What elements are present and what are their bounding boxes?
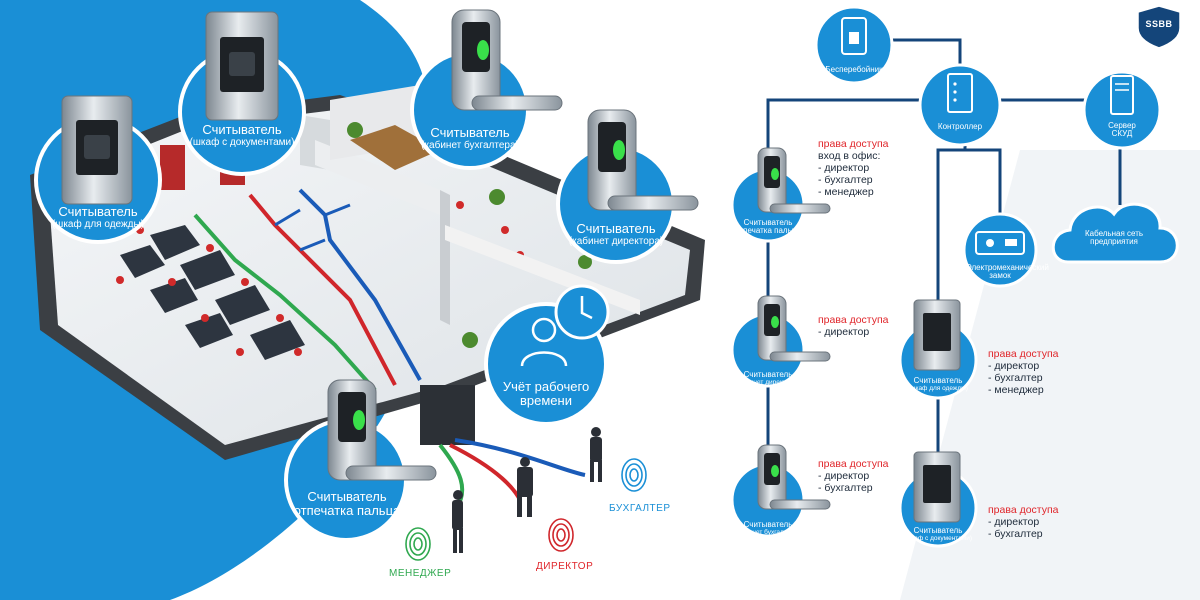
label-ups: Бесперебойник	[816, 65, 892, 74]
role-accountant: БУХГАЛТЕР	[609, 503, 671, 514]
bubble-director-office	[556, 109, 699, 264]
access-line: - менеджер	[988, 384, 1044, 396]
reader-name: Считыватель	[58, 204, 138, 219]
bubble-time-tracking	[484, 284, 610, 426]
access-line: - менеджер	[818, 186, 874, 198]
access-rights-documents: права доступа - директор - бухгалтер	[988, 504, 1059, 540]
rlabel-entrance: Считыватель отпечатка пальца	[733, 218, 803, 236]
time-tracking-label: Учёт рабочего времени	[502, 379, 590, 408]
label-controller: Контроллер	[922, 122, 998, 131]
reader-location: (шкаф с документами)	[903, 535, 973, 543]
access-rights-entrance: права доступа вход в офис: - директор - …	[818, 138, 889, 198]
role-director: ДИРЕКТОР	[536, 561, 594, 572]
bubble-accountant-office	[410, 9, 563, 170]
reader-name: Считыватель	[913, 526, 963, 535]
reader-name: Считыватель	[430, 125, 510, 140]
rbubble-clothes	[898, 299, 978, 400]
rbubble-documents	[898, 451, 978, 548]
access-title: права доступа	[818, 314, 889, 326]
access-line: - директор	[818, 326, 870, 338]
access-line: - директор	[818, 470, 870, 482]
fingerprint-icon-red	[548, 518, 574, 552]
reader-name: Считыватель	[202, 122, 282, 137]
bubble-clothes-cabinet	[34, 95, 162, 244]
reader-location: (кабинет директора)	[568, 235, 664, 247]
bubble-documents-cabinet	[178, 11, 306, 176]
label-server: Сервер СКУД	[1100, 121, 1144, 139]
reader-name: Считыватель отпечатка пальца	[293, 489, 401, 518]
fingerprint-icon-blue	[621, 458, 647, 492]
access-line: - директор	[988, 360, 1040, 372]
access-rights-clothes: права доступа - директор - бухгалтер - м…	[988, 348, 1059, 396]
rlabel-clothes: Считыватель (шкаф для одежды)	[902, 376, 974, 393]
brand-logo-text: SSBB	[1145, 19, 1173, 29]
label-director-office: Считыватель (кабинет директора)	[558, 222, 674, 247]
access-line: - директор	[988, 516, 1040, 528]
bubble-entrance-reader	[284, 379, 437, 542]
node-ups	[814, 5, 894, 85]
access-rights-accountant: права доступа - директор - бухгалтер	[818, 458, 889, 494]
node-cloud	[1051, 202, 1179, 264]
reader-location: (кабинет бухгалтера)	[421, 139, 519, 151]
rbubble-director	[730, 295, 831, 388]
access-line: - бухгалтер	[988, 528, 1043, 540]
role-manager: МЕНЕДЖЕР	[389, 568, 452, 579]
ssbb-logo-icon	[1137, 5, 1181, 49]
label-cloud: Кабельная сеть предприятия	[1072, 229, 1156, 247]
reader-name: Считыватель отпечатка пальца	[735, 218, 801, 236]
people	[452, 427, 602, 553]
access-line: вход в офис:	[818, 150, 881, 162]
reader-location: (шкаф с документами)	[189, 136, 295, 148]
node-name: Кабельная сеть предприятия	[1084, 229, 1144, 247]
node-controller	[918, 63, 1002, 147]
label-accountant-office: Считыватель (кабинет бухгалтера)	[412, 126, 528, 151]
access-title: права доступа	[818, 458, 889, 470]
rlabel-documents: Считыватель (шкаф с документами)	[902, 526, 974, 543]
reader-name: Считыватель	[576, 221, 656, 236]
access-rights-director: права доступа - директор	[818, 314, 889, 338]
node-name: Сервер СКУД	[1108, 121, 1136, 139]
reader-name: Считыватель	[743, 520, 793, 529]
rbubble-entrance	[730, 147, 831, 243]
path-green	[193, 213, 377, 392]
access-line: - бухгалтер	[988, 372, 1043, 384]
access-title: права доступа	[988, 348, 1059, 360]
fingerprint-icon-green	[405, 527, 431, 561]
access-line: - бухгалтер	[818, 174, 873, 186]
rlabel-director: Считыватель (кабинет директора)	[733, 370, 803, 387]
access-line: - директор	[818, 162, 870, 174]
label-entrance-reader: Считыватель отпечатка пальца	[292, 490, 402, 517]
rbubble-accountant	[730, 444, 831, 538]
access-title: права доступа	[988, 504, 1059, 516]
label-clothes-cabinet: Считыватель (шкаф для одежды)	[38, 205, 158, 230]
node-server	[1082, 70, 1162, 150]
node-name: Контроллер	[937, 122, 983, 131]
reader-name: Считыватель	[743, 370, 793, 379]
label-documents-cabinet: Считыватель (шкаф с документами)	[182, 123, 302, 148]
reader-location: (кабинет бухгалтера)	[736, 529, 800, 537]
rlabel-accountant: Считыватель (кабинет бухгалтера)	[733, 520, 803, 537]
reader-location: (кабинет директора)	[737, 379, 799, 387]
node-name: Бесперебойник	[825, 65, 883, 74]
office-building	[30, 85, 705, 512]
reader-location: (шкаф для одежды)	[51, 218, 145, 230]
reader-name: Считыватель	[913, 376, 963, 385]
label-lock: Электромеханический замок	[966, 263, 1049, 281]
node-name: Электромеханический замок	[966, 263, 1049, 281]
path-blue	[298, 188, 422, 381]
access-title: права доступа	[818, 138, 889, 150]
access-line: - бухгалтер	[818, 482, 873, 494]
node-lock	[962, 212, 1038, 288]
reader-location: (шкаф для одежды)	[908, 385, 968, 393]
